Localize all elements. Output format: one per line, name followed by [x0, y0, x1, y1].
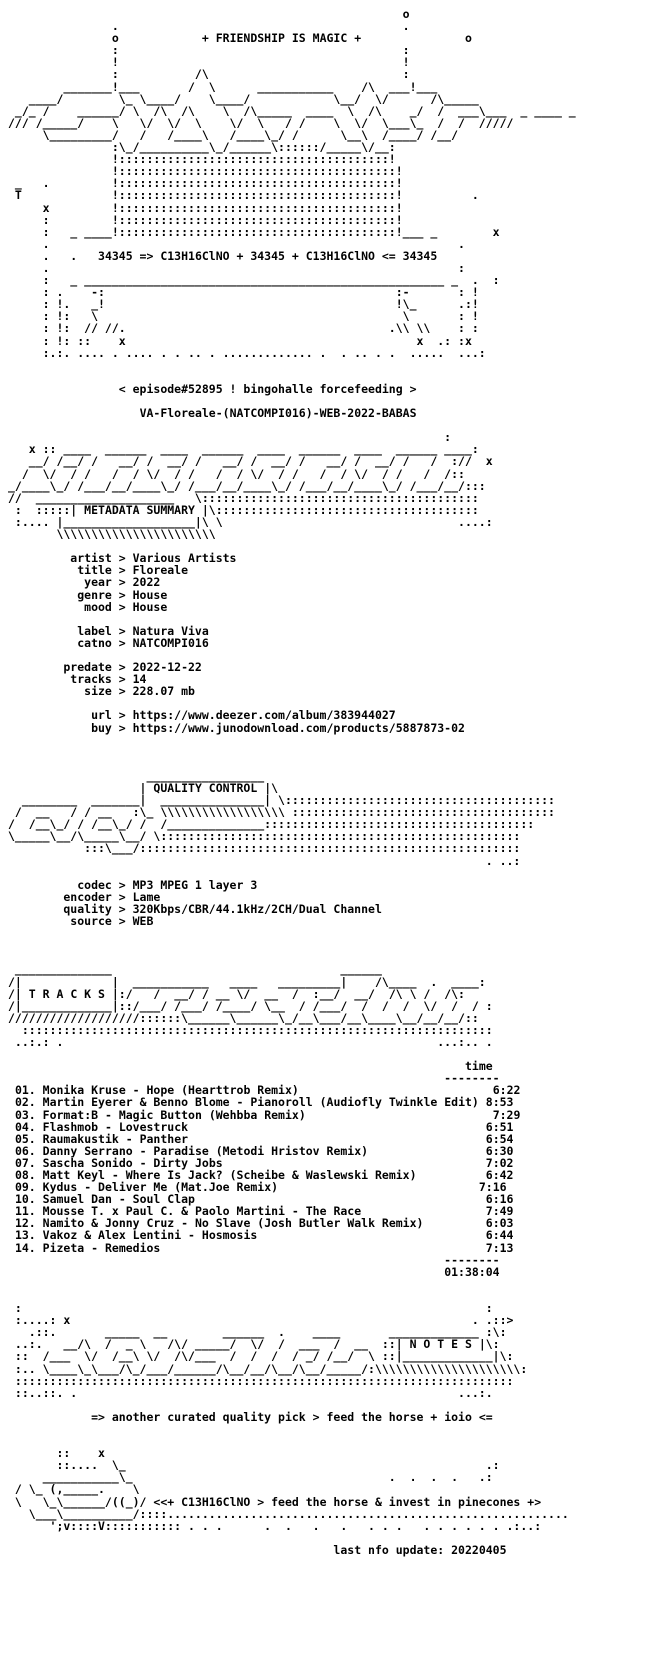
quality-section-title: QUALITY CONTROL	[153, 781, 258, 795]
meta-mood: House	[132, 599, 168, 614]
track-row: 03. Format:B - Magic Button (Wehbba Remi…	[14, 1107, 521, 1122]
tracks-section-title: T R A C K S	[28, 986, 105, 1001]
track-row: 05. Raumakustik - Panther 6:54	[14, 1131, 514, 1146]
track-row: 06. Danny Serrano - Paradise (Metodi Hri…	[14, 1143, 514, 1158]
notes-text: => another curated quality pick > feed t…	[91, 1409, 493, 1424]
track-row: 04. Flashmob - Lovestruck 6:51	[14, 1119, 514, 1134]
meta-buy: https://www.junodownload.com/products/58…	[132, 720, 465, 735]
quality-codec: MP3 MPEG 1 layer 3	[132, 877, 258, 892]
header-ascii-art: o . . o + FRIENDSHIP IS MAGIC + o : :	[8, 7, 576, 360]
quality-block: codec > MP3 MPEG 1 layer 3 encoder > Lam…	[8, 877, 382, 929]
time-column-header: time	[464, 1059, 493, 1074]
meta-url: https://www.deezer.com/album/383944027	[132, 708, 396, 723]
meta-size: 228.07 mb	[132, 684, 195, 699]
track-row: 11. Mousse T. x Paul C. & Paolo Martini …	[14, 1204, 514, 1219]
tracklist-block: time -------- 01. Monika Kruse - Hope (H…	[8, 1060, 648, 1278]
meta-year: 2022	[132, 575, 161, 590]
track-row: 02. Martin Eyerer & Benno Blome - Pianor…	[14, 1095, 514, 1110]
meta-artist: Various Artists	[132, 551, 237, 566]
track-row: 07. Sascha Sonido - Dirty Jobs 7:02	[14, 1155, 514, 1170]
track-row: 09. Kydus - Deliver Me (Mat.Joe Remix) 7…	[14, 1180, 507, 1195]
formula-text: 34345 => C13H16ClNO + 34345 + C13H16ClNO…	[98, 248, 438, 263]
meta-label: Natura Viva	[132, 623, 209, 638]
nfo-document: o . . o + FRIENDSHIP IS MAGIC + o : :	[8, 7, 648, 1557]
banner-text: + FRIENDSHIP IS MAGIC +	[201, 31, 362, 46]
quality-quality: 320Kbps/CBR/44.1kHz/2CH/Dual Channel	[132, 901, 382, 916]
track-row: 14. Pizeta - Remedios 7:13	[14, 1240, 514, 1255]
track-row: 12. Namito & Jonny Cruz - No Slave (Josh…	[14, 1216, 514, 1231]
total-time: 01:38:04	[444, 1264, 500, 1279]
meta-catno: NATCOMPI016	[132, 635, 209, 650]
footer-formula: <<+ C13H16ClNO > feed the horse & invest…	[153, 1494, 542, 1509]
track-row: 10. Samuel Dan - Soul Clap 6:16	[14, 1192, 514, 1207]
notes-section-title: N O T E S	[409, 1337, 472, 1352]
episode-line: < episode#52895 ! bingohalle forcefeedin…	[118, 381, 417, 396]
quality-encoder: Lame	[132, 889, 161, 904]
meta-title: Floreale	[132, 563, 189, 578]
meta-predate: 2022-12-22	[132, 660, 202, 675]
meta-tracks: 14	[132, 672, 147, 687]
quality-source: WEB	[132, 914, 154, 929]
metadata-section-title: METADATA SUMMARY	[84, 502, 195, 517]
meta-genre: House	[132, 587, 168, 602]
track-row: 13. Vakoz & Alex Lentini - Hosmosis 6:44	[14, 1228, 514, 1243]
metadata-block: artist > Various Artists title > Floreal…	[8, 551, 465, 735]
release-dirname: VA-Floreale-(NATCOMPI016)-WEB-2022-BABAS	[139, 406, 417, 421]
track-row: 08. Matt Keyl - Where Is Jack? (Scheibe …	[14, 1168, 514, 1182]
track-row: 01. Monika Kruse - Hope (Hearttrob Remix…	[14, 1083, 521, 1098]
last-update: last nfo update: 20220405	[333, 1542, 507, 1557]
